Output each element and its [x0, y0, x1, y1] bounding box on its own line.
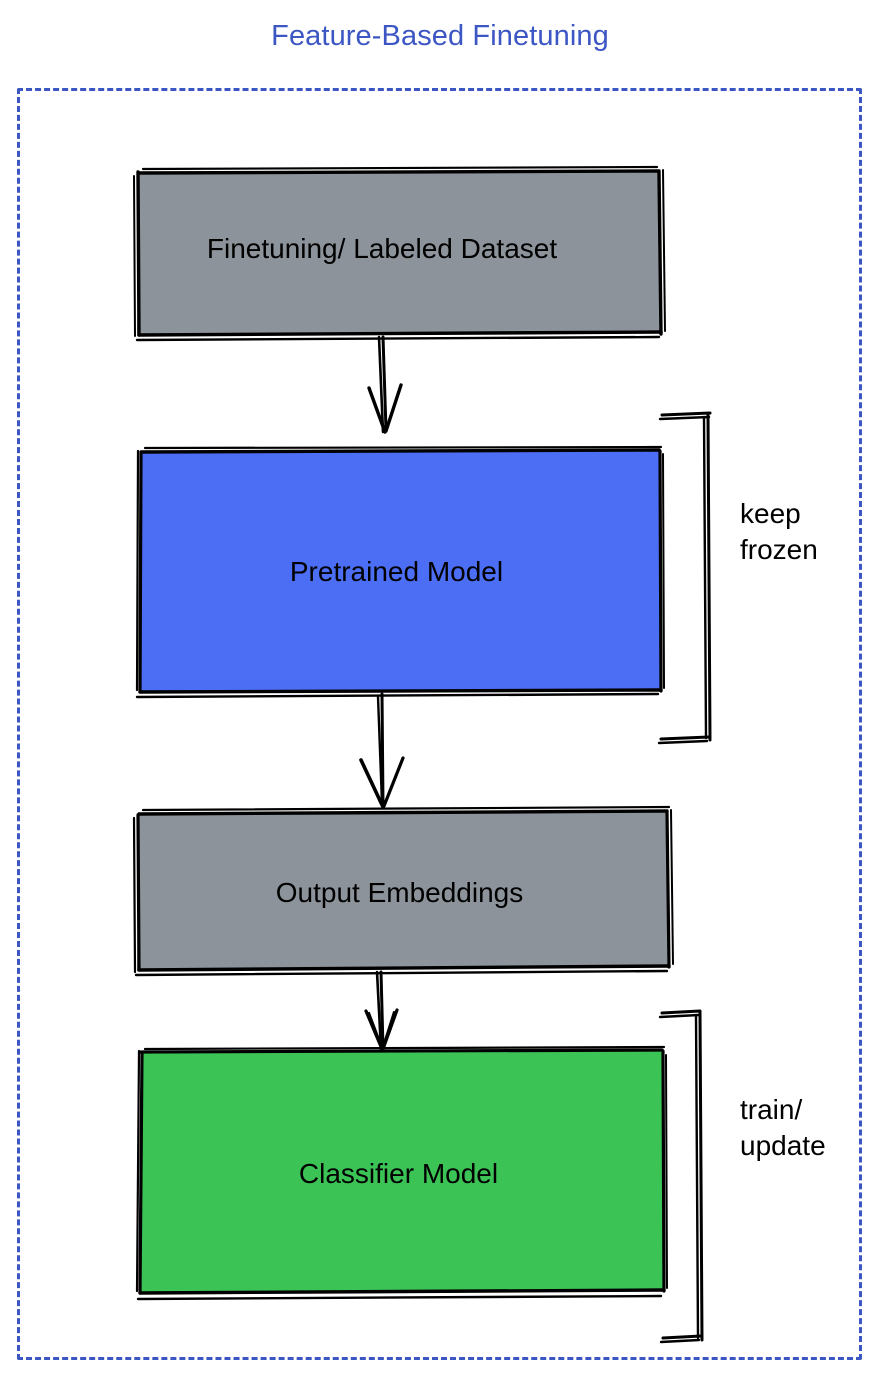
- node-classifier[interactable]: Classifier Model: [138, 1049, 663, 1294]
- node-dataset[interactable]: Finetuning/ Labeled Dataset: [137, 170, 661, 336]
- annotation-keep-frozen: keep frozen: [740, 498, 818, 565]
- dashed-container-frame: [17, 88, 862, 1360]
- node-pretrained[interactable]: Pretrained Model: [138, 449, 661, 693]
- node-pretrained-label: Pretrained Model: [289, 556, 504, 588]
- page-title: Feature-Based Finetuning: [271, 20, 609, 52]
- node-dataset-label: Finetuning/ Labeled Dataset: [206, 233, 558, 265]
- node-embeddings[interactable]: Output Embeddings: [137, 812, 668, 971]
- node-embeddings-label: Output Embeddings: [275, 876, 524, 908]
- annotation-train-update: train/ update: [740, 1094, 826, 1161]
- node-classifier-label: Classifier Model: [298, 1157, 499, 1189]
